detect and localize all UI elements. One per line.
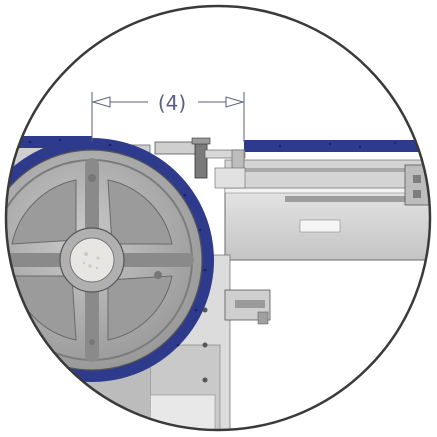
dimension-label: (4) <box>158 91 186 115</box>
transfer-bracket <box>154 137 246 189</box>
conveyor-belt <box>6 136 430 152</box>
dimension-annotation <box>91 92 245 142</box>
conveyor-frame <box>224 159 430 261</box>
detail-circle-border <box>4 4 432 432</box>
